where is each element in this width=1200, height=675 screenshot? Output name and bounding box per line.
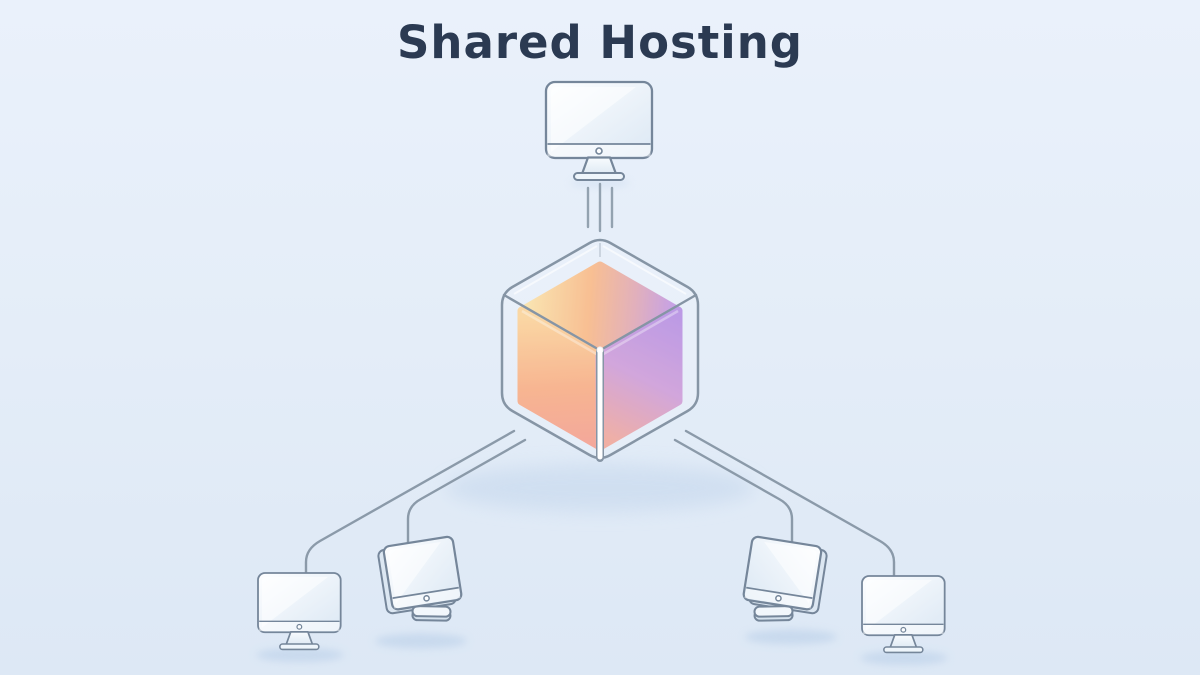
cube-shadow xyxy=(445,464,755,512)
inner-cube xyxy=(517,261,683,451)
uplink-lines xyxy=(586,182,614,233)
client-monitor-1-icon xyxy=(257,572,342,651)
connector-client-4 xyxy=(684,429,896,580)
glass-junction-highlight xyxy=(596,346,604,354)
connector-client-1 xyxy=(304,429,516,580)
connector-client-3 xyxy=(673,438,794,550)
client-2-shadow xyxy=(375,633,467,649)
client-monitor-3-icon xyxy=(738,534,830,632)
glass-top-highlight xyxy=(513,245,687,295)
client-monitor-4-icon xyxy=(861,575,946,654)
glass-front-top-edges xyxy=(502,293,698,350)
connector-lines xyxy=(304,429,896,580)
connector-client-2 xyxy=(406,438,527,552)
client-1-shadow xyxy=(256,648,344,662)
client-4-shadow xyxy=(860,651,948,665)
client-3-shadow xyxy=(745,629,837,645)
host-monitor-icon xyxy=(544,80,654,182)
client-monitor-2-icon xyxy=(375,534,467,632)
server-cube-icon xyxy=(500,238,700,462)
page-title: Shared Hosting xyxy=(397,16,803,69)
